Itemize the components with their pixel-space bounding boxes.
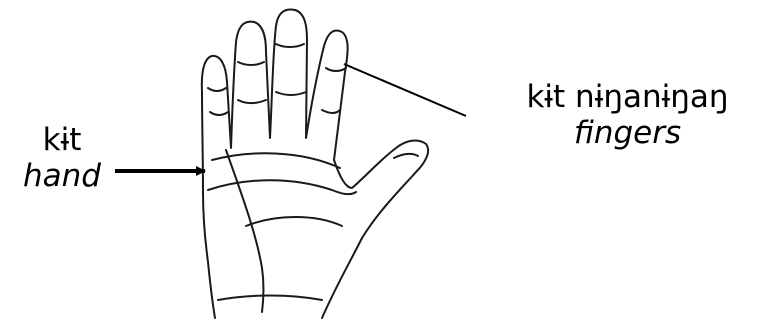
hand-gloss: hand — [4, 158, 120, 194]
finger-line — [276, 92, 306, 95]
palm-line — [246, 217, 342, 226]
hand-outline — [202, 10, 428, 318]
thumb-line — [394, 154, 418, 158]
wrist-line — [218, 296, 322, 301]
finger-line — [322, 110, 340, 113]
hand-word: kɨt — [4, 122, 120, 158]
fingers-gloss: fingers — [490, 115, 765, 151]
finger-line — [238, 100, 266, 103]
finger-line — [238, 62, 264, 65]
palm-line — [226, 150, 264, 312]
finger-line — [210, 112, 228, 115]
fingers-leader-line — [344, 64, 466, 116]
fingers-word: kɨt nɨŋanɨŋaŋ — [490, 79, 765, 115]
fingers-label: kɨt nɨŋanɨŋaŋ fingers — [490, 79, 765, 151]
finger-line — [208, 88, 226, 91]
palm-line — [208, 180, 356, 194]
finger-line — [326, 68, 346, 71]
finger-line — [276, 44, 304, 47]
hand-label: kɨt hand — [4, 122, 120, 194]
